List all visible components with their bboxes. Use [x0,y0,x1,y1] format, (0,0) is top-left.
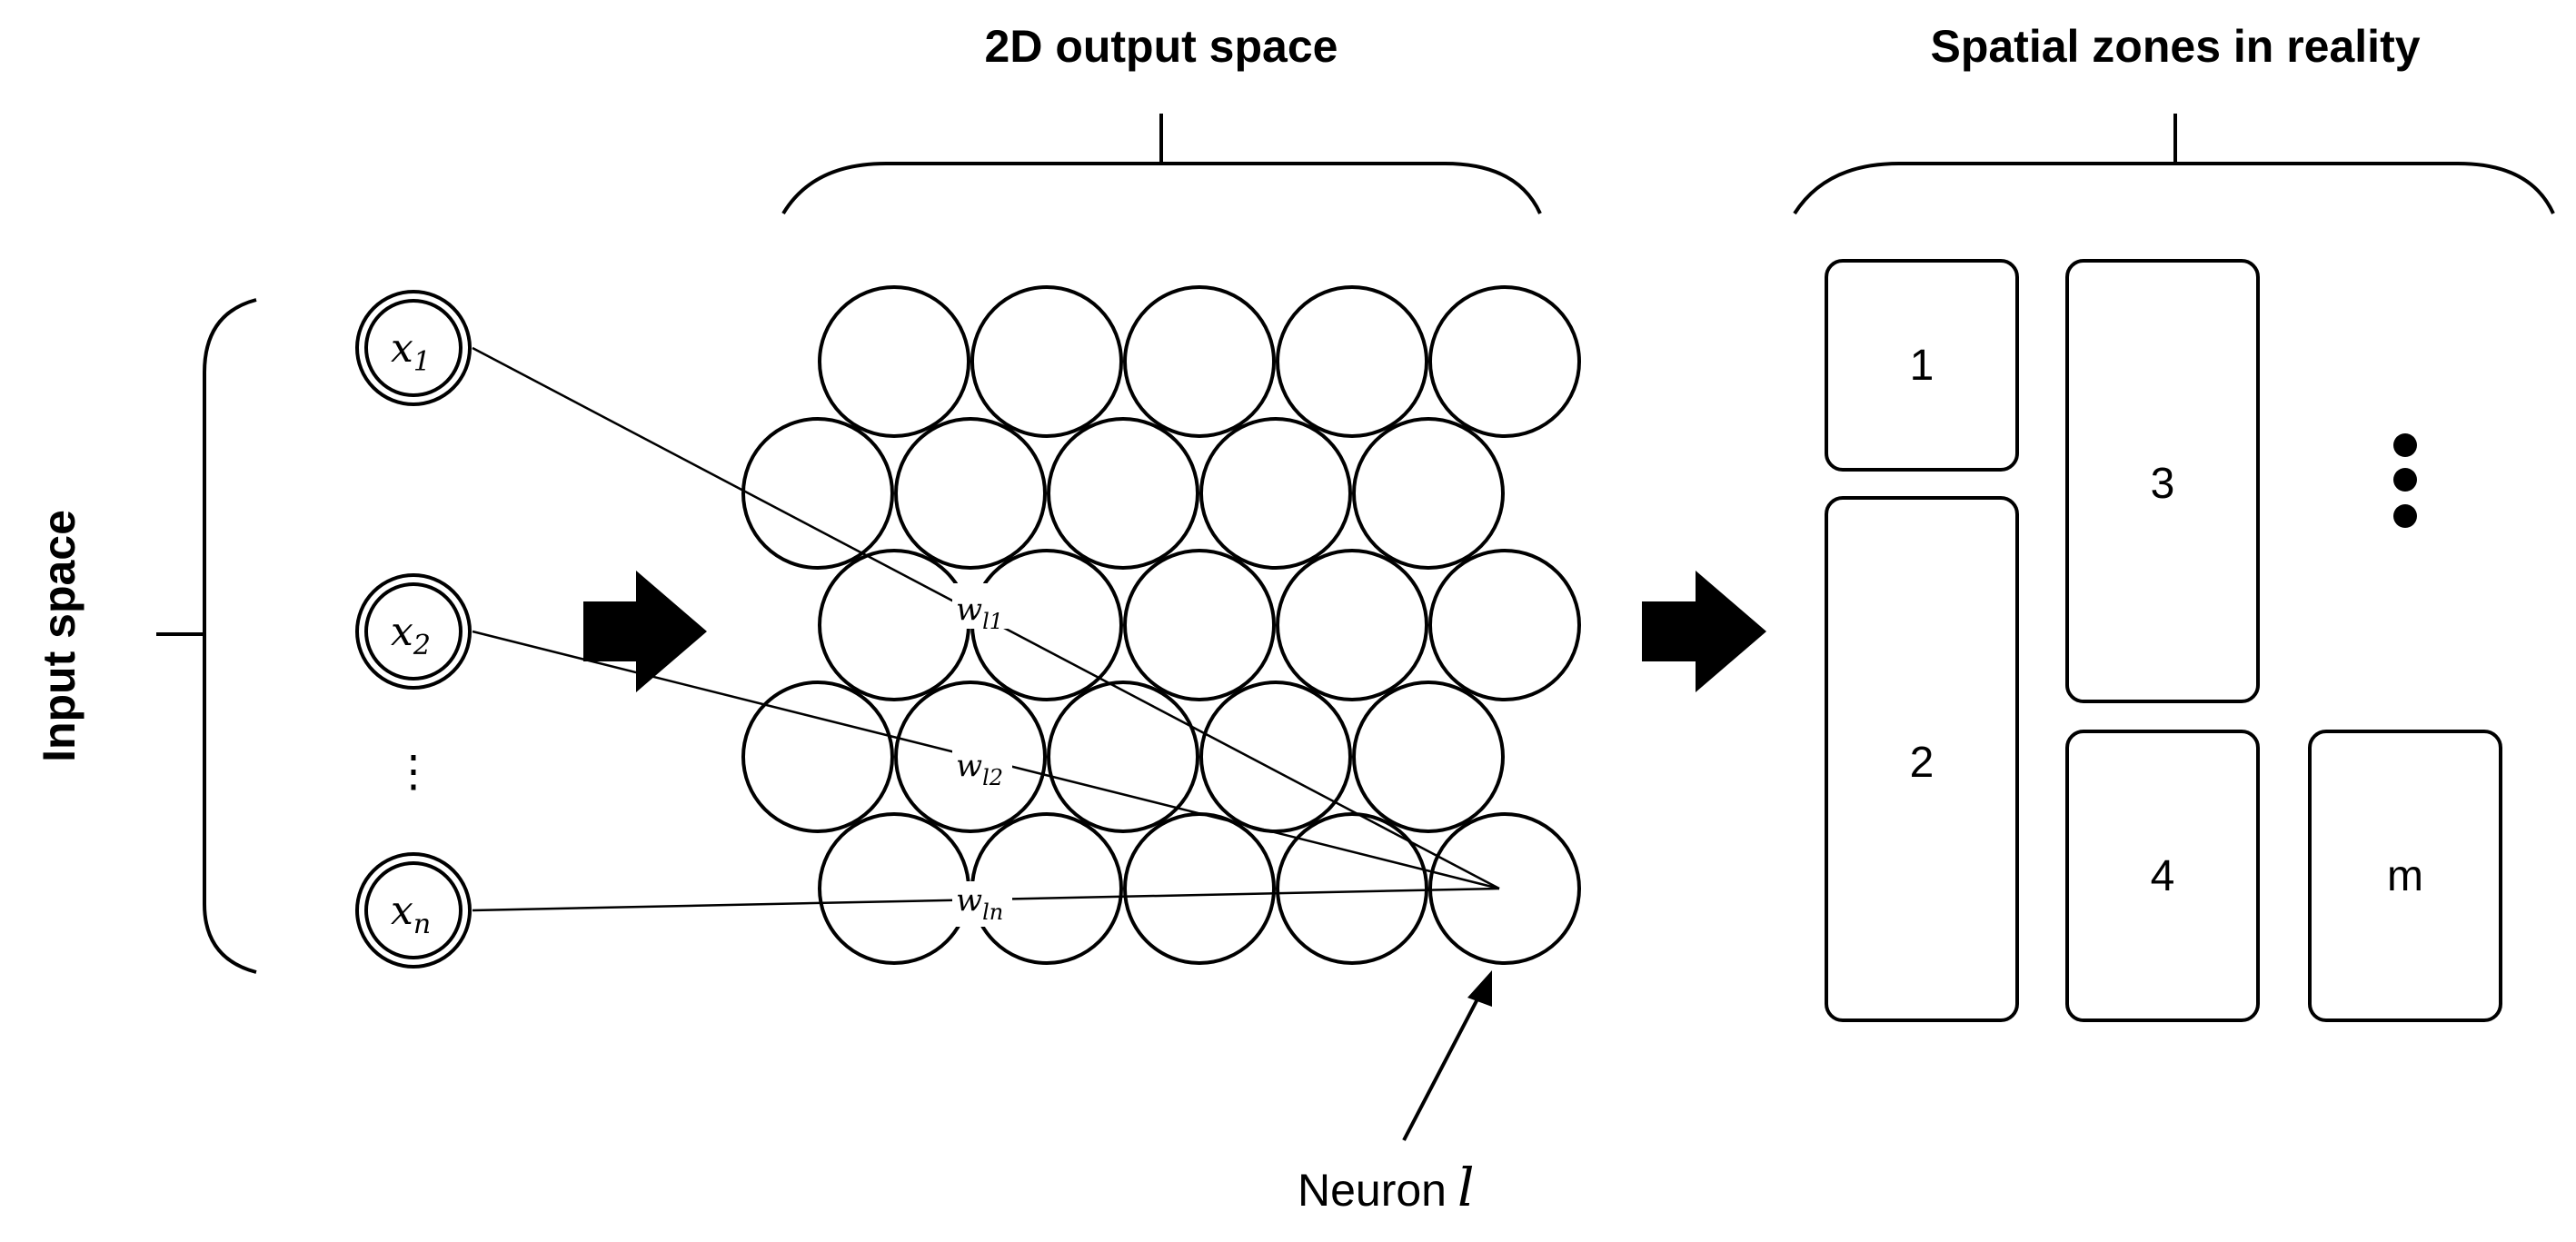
input-space-brace [156,298,257,974]
neuron-node [1199,417,1352,570]
output-space-title: 2D output space [985,21,1338,72]
zone-1: 1 [1825,259,2019,472]
neuron-node [741,417,894,570]
spatial-zones-brace [1793,114,2555,215]
input-node-x2: x2 [355,573,472,690]
weight-label-l1: wl1 [952,583,1012,634]
neuron-node [818,285,970,438]
neuron-node [818,549,970,701]
zone-2: 2 [1825,496,2019,1022]
output-space-brace [781,114,1542,215]
weight-label-ln: wln [952,881,1012,927]
zone-3: 3 [2065,259,2260,703]
spatial-zones-title: Spatial zones in reality [1930,21,2420,72]
neuron-node [1123,812,1276,965]
neuron-node [894,681,1047,833]
neuron-node [1428,812,1581,965]
neuron-node [1352,681,1505,833]
input-node-x1: x1 [355,290,472,406]
svg-text:wln: wln [956,882,1003,925]
neuron-node [1276,812,1428,965]
arrow-right-icon [583,571,707,692]
neuron-node [818,812,970,965]
svg-text:x1: x1 [391,325,431,378]
neuron-node [1428,549,1581,701]
svg-text:3: 3 [2151,460,2175,508]
neuron-pointer [1402,970,1492,1141]
neuron-node [1276,549,1428,701]
neuron-node [1199,681,1352,833]
input-space-title: Input space [34,510,85,762]
neuron-node [1047,681,1199,833]
svg-text:wl1: wl1 [956,591,1003,634]
svg-text:m: m [2387,852,2423,900]
svg-text:2: 2 [1910,739,1934,787]
neuron-node [970,285,1123,438]
arrow-right-icon [1642,571,1766,692]
zone-4: 4 [2065,730,2260,1022]
zone-ellipsis [2393,433,2417,528]
svg-text:1: 1 [1910,342,1934,390]
neuron-node [1352,417,1505,570]
svg-text:wl2: wl2 [956,748,1003,790]
neuron-node [894,417,1047,570]
svg-text:x2: x2 [391,609,431,661]
neuron-node [1428,285,1581,438]
zone-m: m [2308,730,2502,1022]
neuron-node [1276,285,1428,438]
neuron-node [1123,549,1276,701]
weight-label-l2: wl2 [952,742,1012,790]
svg-text:xn: xn [391,888,431,940]
svg-text:4: 4 [2151,852,2175,900]
neuron-node [1047,417,1199,570]
input-node-xn: xn [355,852,472,969]
neuron-node [741,681,894,833]
neuron-node [1123,285,1276,438]
input-ellipsis: ⋮ [392,748,435,796]
neuron-grid [741,285,1581,965]
